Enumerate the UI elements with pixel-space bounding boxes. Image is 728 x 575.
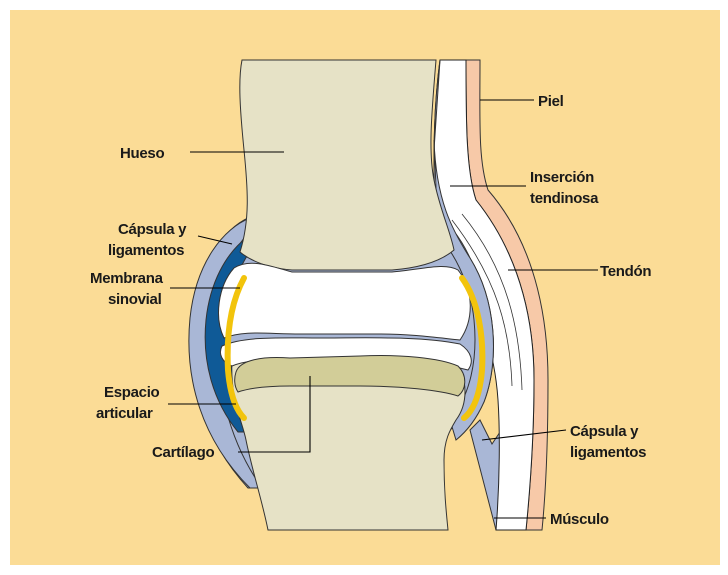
- label-membrana-line1: Membrana: [90, 270, 164, 287]
- label-capsula-right-line1: Cápsula y: [570, 423, 639, 440]
- label-hueso: Hueso: [120, 145, 164, 162]
- label-insercion-line2: tendinosa: [530, 190, 599, 207]
- upper-bone: [240, 60, 454, 270]
- upper-cartilage: [219, 263, 471, 340]
- label-capsula-left-line2: ligamentos: [108, 242, 184, 259]
- label-membrana-line2: sinovial: [108, 291, 162, 308]
- label-capsula-right-line2: ligamentos: [570, 444, 646, 461]
- label-espacio-line1: Espacio: [104, 384, 160, 401]
- label-musculo: Músculo: [550, 511, 609, 528]
- label-espacio-line2: articular: [96, 405, 153, 422]
- label-piel: Piel: [538, 93, 564, 110]
- label-insercion-line1: Inserción: [530, 169, 594, 186]
- label-capsula-left-line1: Cápsula y: [118, 221, 187, 238]
- label-cartilago: Cartílago: [152, 444, 214, 461]
- label-tendon: Tendón: [600, 263, 651, 280]
